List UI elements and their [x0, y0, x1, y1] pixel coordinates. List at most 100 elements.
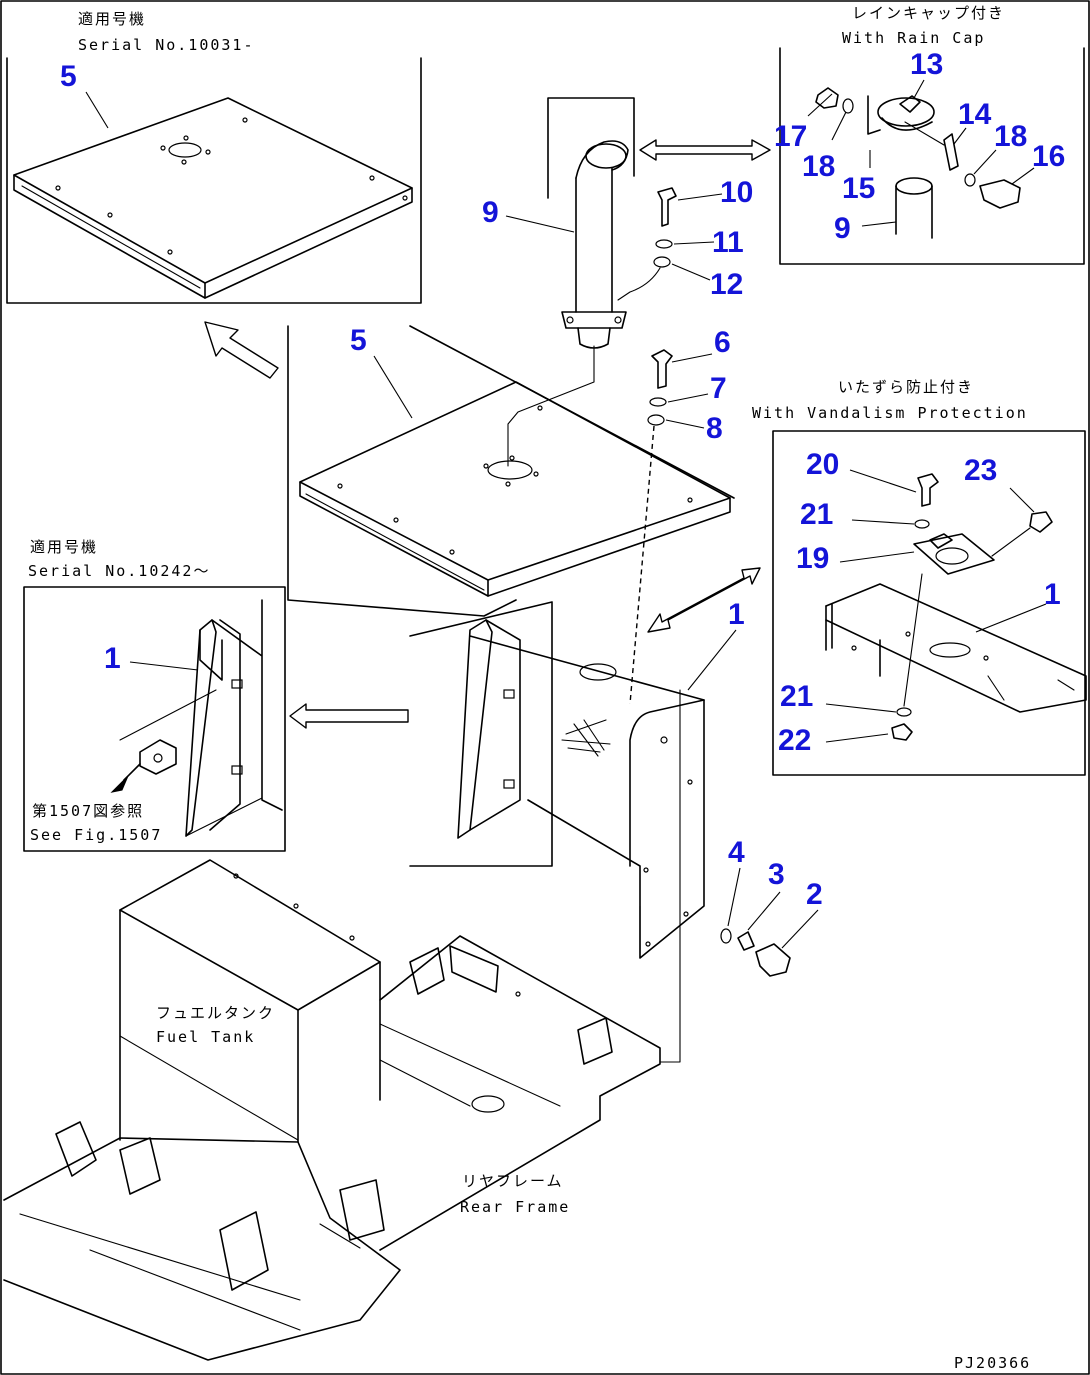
mesh-grille — [561, 719, 611, 757]
rear-frame-detail-lines — [379, 1023, 561, 1107]
leader-line — [373, 355, 413, 419]
guard-callout-frame — [409, 601, 553, 867]
bolt-hole — [683, 911, 689, 917]
bolt-hole — [55, 185, 61, 191]
callout-20: 20 — [806, 448, 839, 481]
bolt-hole — [449, 549, 455, 555]
cover-guide-frame — [287, 325, 517, 617]
bolt-hole — [167, 249, 173, 255]
leader-line — [807, 93, 833, 117]
guard-slot — [231, 765, 243, 775]
washer-part-21-lower — [896, 707, 912, 717]
callout-4: 4 — [728, 836, 745, 869]
padlock-shackle-line — [991, 527, 1031, 557]
exhaust-pipe-body-small — [895, 185, 933, 239]
flange-bolt-hole — [614, 316, 622, 324]
frame-hole-large — [929, 642, 971, 658]
leader-line — [849, 469, 917, 493]
bolt-set-2-3-4: 4 3 2 — [720, 836, 823, 977]
inset-serial-jp-label: 適用号機 — [78, 10, 146, 28]
guard-side-bar — [185, 619, 217, 837]
cover-plate-side-flange — [204, 187, 413, 299]
guard-bottom-edge — [119, 689, 217, 741]
inset-guard-later-serial: 適用号機 Serial No.10242～ 1 第1507図参照 See Fig… — [23, 538, 286, 852]
callout-8: 8 — [706, 412, 723, 445]
main-cover-top-surface — [299, 381, 731, 581]
nut-part-22 — [891, 723, 913, 741]
lockwasher-part-8 — [647, 414, 665, 426]
leader-line — [671, 263, 711, 281]
bolt-hole — [205, 149, 211, 155]
bolt-hole — [183, 135, 189, 141]
leader-line — [671, 353, 713, 363]
callout-18-a: 18 — [802, 150, 835, 183]
bolt-hole — [537, 405, 543, 411]
bolt-hole — [107, 212, 113, 218]
fuel-tank-en-label: Fuel Tank — [156, 1028, 255, 1046]
bolt-hole — [533, 471, 539, 477]
inset-left-jp-label: 適用号機 — [30, 538, 98, 556]
leader-line — [861, 221, 897, 227]
callout-19: 19 — [796, 542, 829, 575]
exhaust-pipe-flange — [561, 311, 627, 329]
callout-1-main: 1 — [728, 598, 745, 631]
leader-line — [677, 193, 723, 201]
rain-cap-disc — [877, 97, 935, 127]
leader-line — [727, 867, 741, 927]
guard-to-frame-line — [659, 689, 681, 1063]
leader-line — [851, 519, 915, 525]
bolt-part-10 — [657, 187, 677, 227]
cap-arm — [904, 121, 945, 146]
nut-part-17 — [815, 87, 839, 109]
side-guard-part-1: 1 — [409, 598, 745, 959]
see-fig-en-label: See Fig.1507 — [30, 826, 162, 844]
washer-part-18-second — [964, 173, 976, 187]
leader-line — [975, 603, 1047, 633]
leader-line — [973, 149, 997, 175]
callout-5: 5 — [350, 324, 367, 357]
bolt-part-2 — [755, 943, 791, 977]
cover-plate-fold-line — [21, 185, 201, 289]
inset-cover-early-serial: 適用号機 Serial No.10031- 5 — [6, 10, 422, 304]
main-cover-plate: 5 — [287, 324, 735, 617]
bolt-hole — [687, 497, 693, 503]
rain-cap-lip — [881, 117, 933, 131]
bolt-hole — [687, 779, 693, 785]
frame-edge-detail — [987, 675, 1075, 701]
bolt-hole — [983, 655, 989, 661]
callout-16: 16 — [1032, 140, 1065, 173]
callout-2: 2 — [806, 878, 823, 911]
bolt-part-16 — [979, 179, 1021, 209]
rain-cap-en-label: With Rain Cap — [842, 29, 985, 47]
plate-part-14 — [943, 133, 959, 171]
bolt-hole — [242, 117, 248, 123]
fuel-tank-sides — [119, 909, 381, 1143]
callout-1-vandalism: 1 — [1044, 578, 1061, 611]
inset-vandalism-protection: いたずら防止付き With Vandalism Protection — [752, 378, 1087, 776]
callout-6: 6 — [714, 326, 731, 359]
callout-21-upper: 21 — [800, 498, 833, 531]
hollow-arrow-to-inset — [204, 321, 279, 379]
guard-main-panel — [469, 635, 705, 959]
exhaust-pipe-body — [575, 167, 613, 313]
callout-18-b: 18 — [994, 120, 1027, 153]
callout-14: 14 — [958, 98, 992, 131]
rear-frame-brackets — [409, 945, 499, 995]
bolt-path-line — [617, 267, 661, 301]
leader-line — [825, 703, 897, 713]
leader-line — [665, 419, 705, 429]
rear-frame-jp-label: リヤフレーム — [462, 1172, 564, 1190]
rear-frame-mounts — [55, 1121, 161, 1195]
leader-line — [913, 79, 925, 99]
washer-part-11 — [655, 239, 673, 249]
cover-plate-front-flange — [13, 174, 206, 299]
callout-21-lower: 21 — [780, 680, 813, 713]
padlock-part-23 — [1029, 511, 1053, 533]
callout-10: 10 — [720, 176, 753, 209]
leader-line — [85, 91, 109, 129]
bolt-hole — [337, 483, 343, 489]
bolt-part-6 — [651, 349, 673, 389]
guard-bottom-edge-lower — [185, 797, 263, 837]
cover-plate-top-surface — [13, 97, 413, 284]
